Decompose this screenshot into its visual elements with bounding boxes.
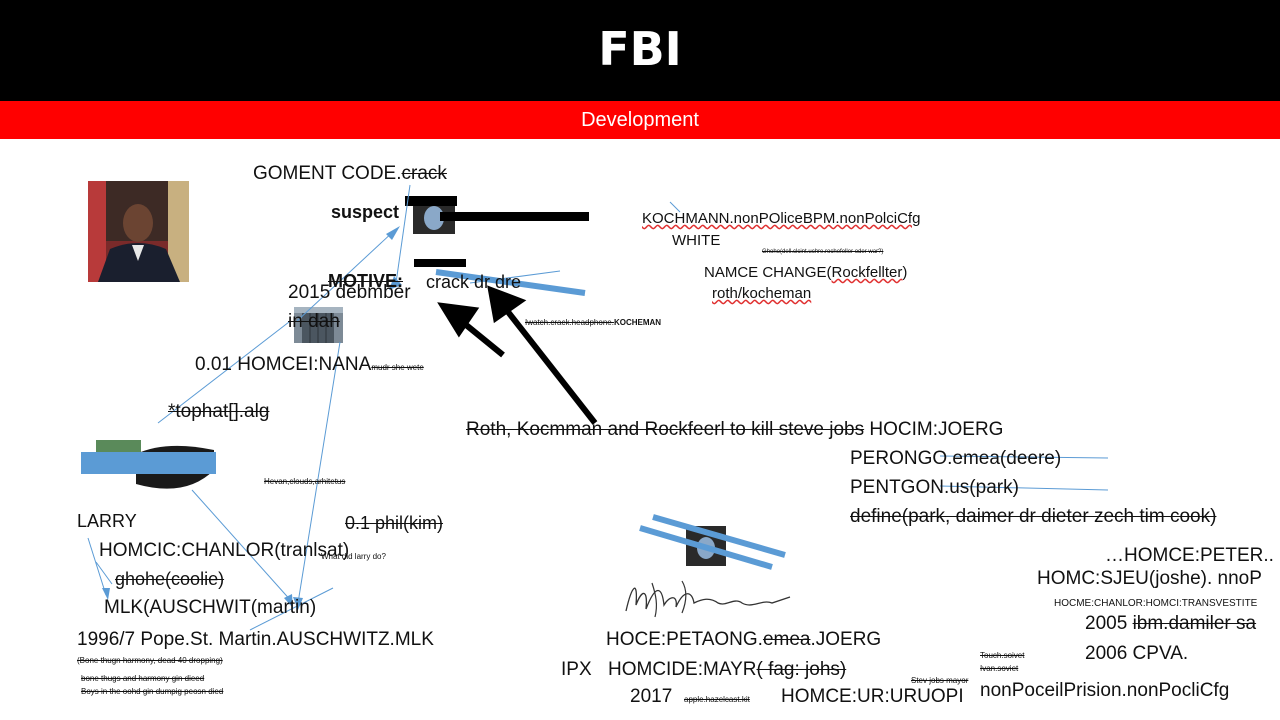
building-photo [294, 307, 343, 343]
hocim-joerg-label: HOCIM:JOERG [864, 419, 1004, 440]
homcei-nana-label: 0.01 HOMCEI:NANA [195, 354, 372, 375]
portrait-photo [88, 181, 189, 282]
suspect-label: suspect [331, 202, 400, 222]
hoce-petaong-label: HOCE:PETAONG. [606, 629, 763, 650]
pentgon-label: PENTGON.us(park) [850, 477, 1019, 498]
larry-label: LARRY [77, 511, 137, 531]
redaction-bar [405, 196, 457, 206]
hocme-chanlor-label: HOCME:CHANLOR:HOMCI:TRANSVESTITE [1054, 598, 1258, 609]
joerg-label: .JOERG [810, 629, 882, 650]
tophat-label: *tophat[].alg [168, 401, 270, 422]
perongo-label: PERONGO.emea(deere) [850, 448, 1062, 469]
bone-thugn-label: (Bone thugn harmony, dead 40 dropping) [77, 656, 223, 665]
mlk-label: MLK(AUSCHWIT(martin) [104, 597, 317, 618]
white-label: WHITE [672, 232, 721, 249]
signature [625, 580, 791, 618]
homcide-mayr-note: HOMCIDE:MAYR( fag: johs) [608, 660, 846, 679]
pope-label: 1996/7 Pope.St. Martin.AUSCHWITZ.MLK [77, 629, 434, 650]
emea-label: emea [762, 629, 811, 650]
phil-label: 0.1 phil(kim) [345, 513, 444, 533]
slide-subtitle: Development [581, 109, 699, 131]
rockfellter-label: Rockfellter [831, 264, 903, 281]
year-2005-note: 2005 ibm.damiler sa [1085, 614, 1256, 633]
apple-hazel-label: apple.hazelcast.kit [684, 695, 750, 704]
roth-kocheman-label: roth/kocheman [712, 285, 812, 302]
goment-crack-label: crack [401, 163, 447, 184]
subheader-bar: Development [0, 101, 1280, 139]
kocheman-label: KOCHEMAN [613, 318, 662, 327]
redaction-bar [414, 259, 466, 267]
hevan-label: Hevan,clouds,arhitetus [264, 477, 346, 486]
slide-title: FBI [598, 22, 682, 76]
date-2015-label: 2015 debmber [288, 282, 411, 303]
ivan-soviet-label: Ivan.soviet [980, 664, 1019, 673]
homcic-chanlor-label: HOMCIC:CHANLOR(tranlsat) [99, 540, 350, 561]
touch-soivet-label: Touch.soivet [980, 651, 1025, 660]
date-2015-note: 2015 debmber [288, 283, 411, 302]
goment-code-note: GOMENT CODE.crack [253, 164, 447, 183]
homc-sjeu-label: HOMC:SJEU(joshe). nnoP [1037, 568, 1262, 589]
ibm-damiler-label: ibm.damiler sa [1132, 613, 1257, 634]
homcide-mayr-label: HOMCIDE:MAYR [608, 659, 757, 680]
iwatch-label: Iwatch.crack.headphone. [525, 318, 614, 327]
namce-change-label: NAMCE CHANGE( [704, 264, 832, 281]
in-dash-label: in dah [288, 311, 340, 332]
homce-ur-label: HOMCE:UR:URUOPI [781, 686, 964, 707]
roth-kill-note: Roth, Kocmman and Rockfeerl to kill stev… [466, 420, 1003, 439]
fag-johs-label: ( fag: johs) [756, 659, 847, 680]
year-2005-label: 2005 [1085, 613, 1128, 634]
year-2017-label: 2017 [630, 686, 673, 707]
stev-jobs-label: Stev jobs mayor [911, 676, 969, 685]
ghohe-label: ghohe(coolie) [115, 569, 225, 589]
mudr-shewete-label: mudr she wete [371, 363, 424, 372]
year-2006-label: 2006 CPVA. [1085, 643, 1189, 664]
homce-peter-label: …HOMCE:PETER.. [1105, 545, 1274, 566]
homcei-nana-note: 0.01 HOMCEI:NANAmudr she wete [195, 355, 424, 374]
motive-label: MOTIVE: [328, 271, 403, 291]
small-question-label: Ghoho(dell.clcint.uchre.rochefeller oder… [762, 249, 884, 255]
header-bar: FBI [0, 0, 1280, 101]
redaction-bar [440, 212, 589, 221]
what-larry-label: What did larry do? [321, 552, 386, 561]
ipx-label: IPX [561, 659, 592, 680]
hoce-petaong-note: HOCE:PETAONG.emea.JOERG [606, 630, 881, 649]
namce-close-label: ) [902, 264, 908, 281]
goment-code-label: GOMENT CODE. [253, 163, 402, 184]
blue-redaction-box [81, 452, 216, 474]
motive-value: crack dr dre [426, 272, 522, 292]
nonpoceil-label: nonPoceilPrision.nonPocliCfg [980, 680, 1230, 701]
kochmann-label: KOCHMANN.nonPOliceBPM.nonPolciCfg [642, 210, 921, 227]
boys-hood-label: Boys in the oohd gin dumpig peosn died [81, 687, 224, 696]
iwatch-note: Iwatch.crack.headphone.KOCHEMAN [525, 319, 661, 327]
define-park-label: define(park, daimer dr dieter zech tim c… [850, 506, 1217, 527]
roth-kill-label: Roth, Kocmman and Rockfeerl to kill stev… [466, 419, 865, 440]
namce-change-note: NAMCE CHANGE(Rockfellter) [704, 265, 907, 280]
bone-thugs-label: bone thugs and harmony gin dieed [81, 674, 205, 683]
